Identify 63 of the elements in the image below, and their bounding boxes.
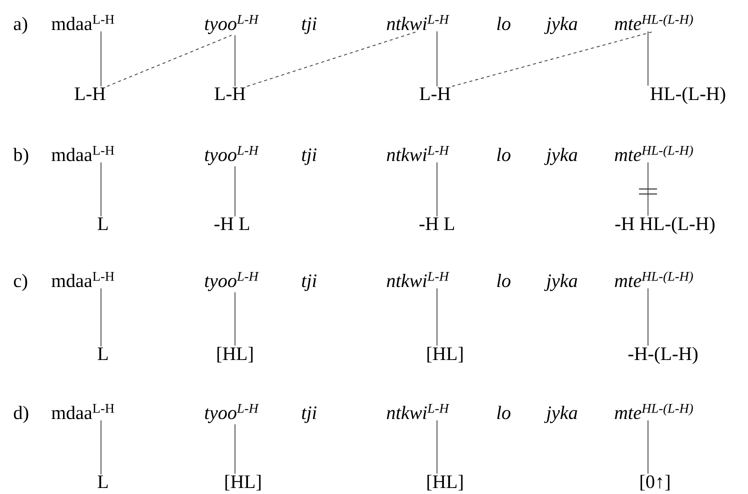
association-line [100, 288, 102, 347]
association-line [246, 30, 418, 87]
word: lo [497, 16, 510, 30]
association-line [100, 162, 102, 217]
tone-label: [HL] [225, 474, 261, 491]
word: mdaa$^{L-H}$ [52, 272, 114, 288]
word: jyka [544, 16, 578, 34]
word: tji [302, 274, 316, 292]
association-line [452, 30, 654, 87]
tone-label: [HL] [217, 346, 253, 363]
association-line [436, 30, 438, 87]
word: mte$^{HL-(L-H)}$ [614, 272, 693, 288]
association-line [436, 420, 438, 474]
word: tji [302, 17, 316, 34]
word: tji [302, 148, 316, 166]
tone-label: [HL] [427, 346, 463, 363]
word: lo [497, 406, 510, 420]
word: mdaa$^{L-H}$ [52, 146, 114, 162]
tone-label: L [98, 476, 108, 488]
word: tyoo$^{L-H}$ [205, 146, 259, 166]
tone-label: [0↑] [640, 474, 670, 491]
tone-label: L-H [74, 88, 106, 100]
tone-label: L-H [420, 88, 450, 100]
tone-label: L-H [214, 88, 246, 100]
association-line [234, 292, 236, 346]
word: tyoo$^{L-H}$ [205, 272, 259, 292]
word: lo [497, 148, 510, 162]
word: tyoo$^{L-H}$ [205, 404, 259, 424]
word: mte$^{HL-(L-H)}$ [614, 14, 693, 30]
row-letter: c) [14, 274, 28, 292]
word: jyka [544, 406, 578, 424]
row-letter: b) [13, 148, 28, 166]
word: mdaa$^{L-H}$ [52, 404, 114, 420]
association-line [234, 34, 236, 87]
word: ntkwi$^{L-H}$ [386, 272, 450, 288]
word: tyoo$^{L-H}$ [205, 15, 259, 34]
tone-label: -H L [214, 218, 250, 230]
association-line [106, 34, 232, 87]
tone-label: -H-(L-H) [628, 346, 698, 364]
tone-label: HL-(L-H) [650, 86, 726, 104]
tone-label: -H L [420, 218, 454, 230]
association-line [234, 424, 236, 474]
tone-label: L [98, 348, 108, 360]
association-line [436, 288, 438, 346]
word: lo [497, 274, 510, 288]
word: ntkwi$^{L-H}$ [386, 404, 450, 420]
word: ntkwi$^{L-H}$ [386, 146, 450, 162]
word: mte$^{HL-(L-H)}$ [614, 404, 693, 420]
row-letter: d) [14, 406, 28, 424]
word: mdaa$^{L-H}$ [52, 15, 114, 30]
word: mte$^{HL-(L-H)}$ [614, 146, 693, 162]
tone-label: -H HL-(L-H) [615, 216, 715, 234]
word: jyka [544, 148, 578, 166]
association-line [100, 420, 102, 475]
word: tji [302, 406, 316, 424]
tone-label: [HL] [427, 474, 463, 491]
row-letter: a) [14, 16, 28, 34]
association-line [234, 166, 236, 217]
word: jyka [544, 274, 578, 292]
word: ntkwi$^{L-H}$ [386, 15, 450, 30]
association-line [100, 30, 102, 87]
tone-label: L [98, 218, 108, 230]
association-line [436, 162, 438, 217]
